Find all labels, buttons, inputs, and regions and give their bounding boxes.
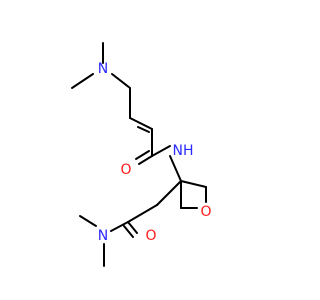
- atom-label-layer: N O NH N O O: [98, 61, 212, 244]
- bond-n2-methyl-up: [79, 215, 97, 227]
- o-amide-2-atom-label: O: [145, 228, 156, 244]
- bond-n-top-ch2: [111, 73, 131, 89]
- bond-nh-quaternary: [169, 155, 182, 182]
- n-amide-2-atom-label: N: [98, 228, 108, 244]
- bond-carbonyl-o-2a: [127, 221, 138, 234]
- bond-layer: [71, 42, 207, 267]
- bond-carbonyl-o-2b: [123, 225, 134, 238]
- bond-oxetane-top: [180, 180, 207, 188]
- n-top-atom-label: N: [98, 61, 108, 77]
- bond-vinyl-double-b: [137, 126, 150, 133]
- bond-methyl-n-top-left: [71, 73, 94, 89]
- bond-carbonyl-n-2: [110, 221, 129, 232]
- molecule-structure: N O NH N O O: [71, 42, 212, 267]
- bond-vinyl-double-a: [129, 117, 153, 130]
- bond-carbonyl-o-1a: [138, 155, 153, 165]
- bond-carbonyl-nh: [151, 145, 171, 157]
- o-amide-1-atom-label: O: [120, 162, 131, 178]
- bond-carbonyl-o-1b: [135, 150, 150, 160]
- nh-amide-atom-label: NH: [173, 143, 194, 159]
- bond-ch2-carbonyl-2: [127, 204, 158, 223]
- molecule-canvas: N O NH N O O: [71, 42, 212, 267]
- o-oxetane-atom-label: O: [200, 204, 211, 220]
- bond-quaternary-ch2: [156, 180, 182, 206]
